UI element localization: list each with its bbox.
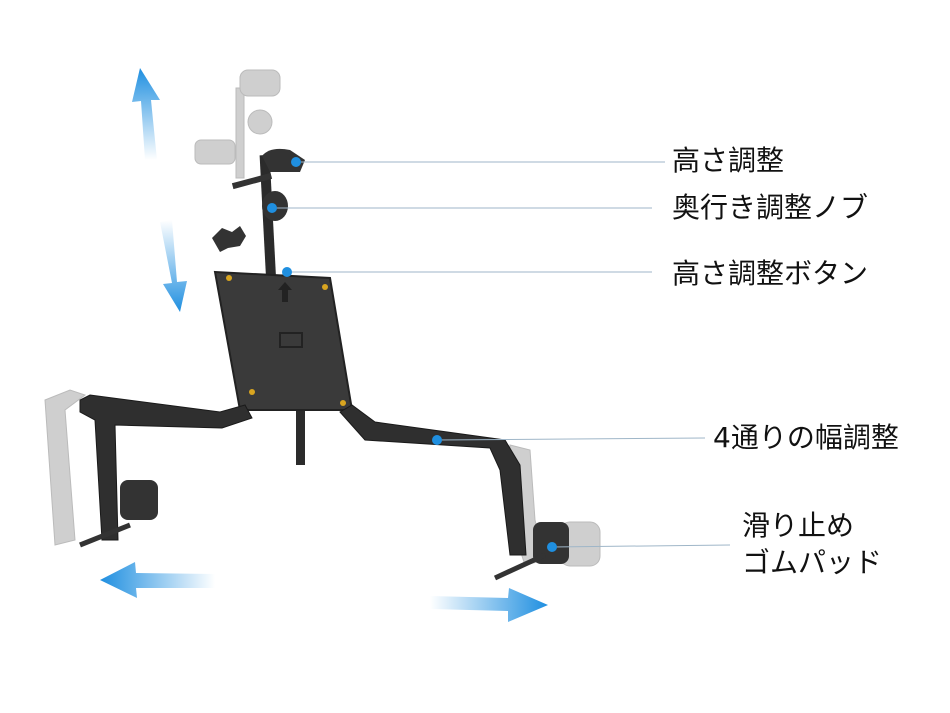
left-arm (79, 394, 253, 541)
arrow-left-icon (100, 562, 215, 598)
arrow-down-icon (160, 220, 187, 312)
label-width-adjust: 4通りの幅調整 (713, 421, 899, 454)
label-rubber-pad-1: 滑り止め (742, 509, 855, 542)
lower-rod (296, 390, 305, 465)
arrow-right-icon (430, 588, 548, 622)
label-rubber-pad-2: ゴムパッド (742, 546, 883, 579)
leader-lines (272, 161, 731, 548)
star-knob (212, 226, 246, 252)
arrow-up-icon (132, 68, 160, 160)
callout-dots (267, 157, 557, 552)
right-arm (339, 404, 527, 556)
left-clamp (120, 480, 158, 520)
label-height-button: 高さ調整ボタン (672, 257, 869, 290)
vertical-rod (259, 154, 277, 296)
label-height-adjust: 高さ調整 (672, 144, 785, 177)
label-depth-knob: 奥行き調整ノブ (672, 191, 869, 224)
